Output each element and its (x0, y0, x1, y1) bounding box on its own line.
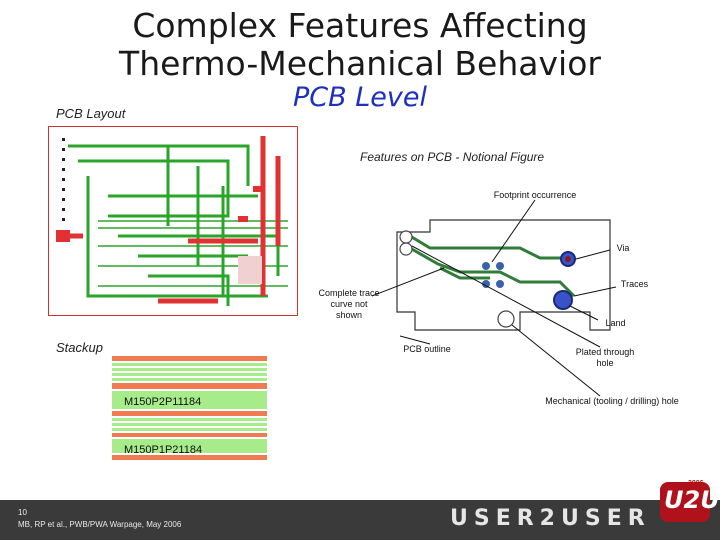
pth-label: Plated through hole (575, 347, 635, 368)
leader-lines (371, 199, 617, 397)
page-number: 10 (18, 508, 27, 517)
mech-hole-label: Mechanical (tooling / drilling) hole (545, 396, 679, 406)
stackup-layer-1: M150P2P11184 (124, 396, 202, 408)
traces (409, 234, 576, 298)
u2u-badge (660, 482, 710, 522)
pcb-layout-label: PCB Layout (56, 106, 126, 121)
footprint-pads (482, 262, 504, 288)
traces-label: Traces (620, 279, 649, 289)
land-label: Land (605, 318, 626, 328)
footer-bar (0, 500, 720, 540)
stackup-diagram (112, 356, 267, 460)
via-label: Via (616, 243, 630, 253)
user2user-logo: USER2USER (450, 506, 651, 531)
page-subtitle: PCB Level (293, 82, 427, 113)
features-heading: Features on PCB - Notional Figure (360, 150, 545, 164)
stackup-layer-2: M150P1P21184 (124, 444, 203, 456)
citation-text: MB, RP et al., PWB/PWA Warpage, May 2006 (18, 520, 182, 529)
notional-pcb-figure (371, 199, 617, 397)
pcb-outline-label: PCB outline (403, 344, 451, 354)
title-line-2: Thermo-Mechanical Behavior (119, 44, 601, 83)
pcb-outline (396, 219, 611, 331)
title-line-1: Complex Features Affecting (132, 6, 588, 45)
u2u-badge-year: 2006 (688, 480, 704, 487)
footer-citation: 10 MB, RP et al., PWB/PWA Warpage, May 2… (18, 507, 181, 531)
complete-curve-label: Complete trace curve not shown (318, 288, 380, 320)
footprint-label: Footprint occurrence (493, 190, 577, 200)
plated-through-hole-icon (399, 230, 413, 244)
u2u-badge-text: U2U (664, 486, 720, 514)
mechanical-hole-icon (497, 310, 515, 328)
pcb-layout-image (48, 126, 298, 316)
stackup-label: Stackup (56, 340, 103, 355)
land-icon (553, 290, 573, 310)
